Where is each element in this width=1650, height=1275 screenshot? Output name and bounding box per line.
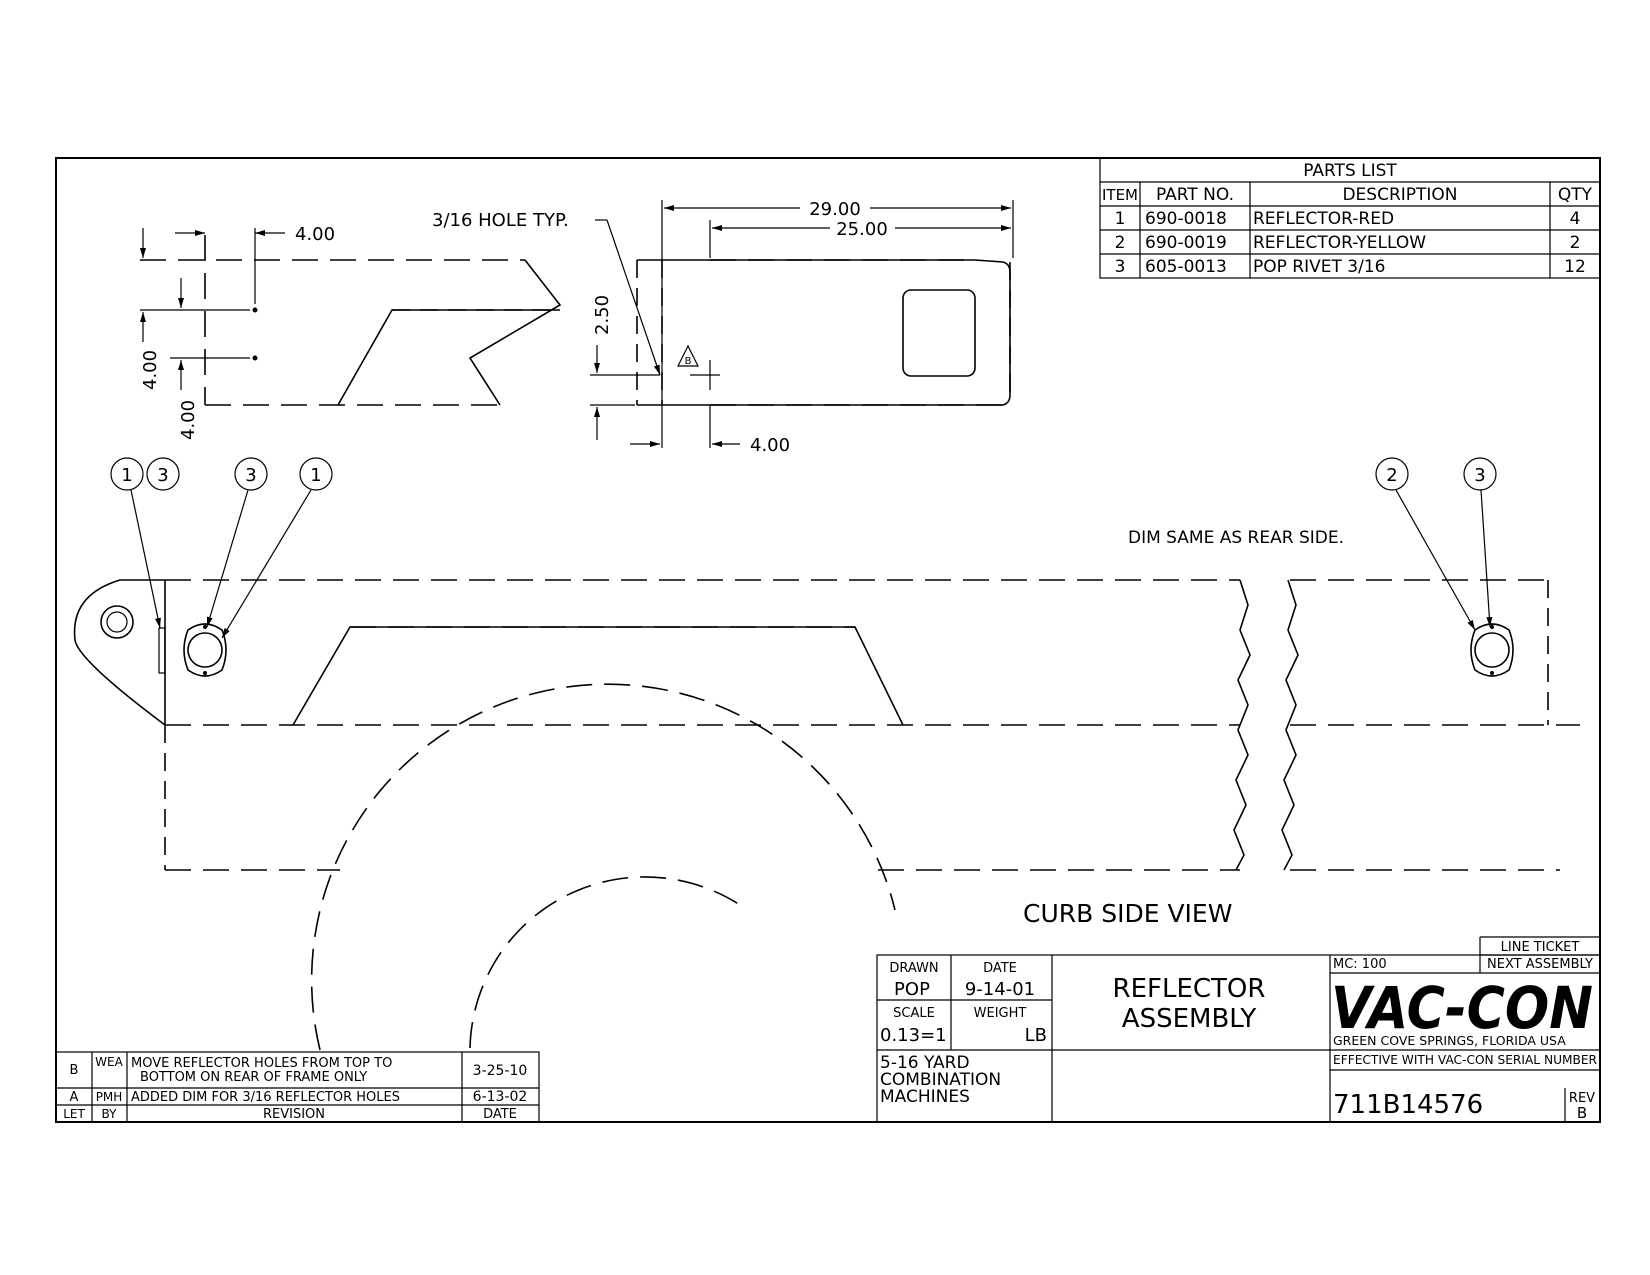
curb-side-view: 1 3 3 1 2 3 DIM SAME AS REAR SIDE. CURB … — [73, 457, 1580, 1051]
drawn-value: POP — [894, 979, 930, 1000]
row2-part: 690-0019 — [1145, 233, 1227, 253]
balloon-1a: 1 — [121, 465, 132, 486]
drawn-label: DRAWN — [889, 961, 938, 976]
rev-header-date: DATE — [483, 1107, 517, 1122]
location: GREEN COVE SPRINGS, FLORIDA USA — [1333, 1033, 1566, 1048]
machine-line-1: 5-16 YARD — [880, 1053, 970, 1073]
drawing-number: 711B14576 — [1333, 1090, 1483, 1120]
rev-a-by: PMH — [96, 1090, 123, 1104]
parts-list: PARTS LIST ITEM PART NO. DESCRIPTION QTY… — [1099, 157, 1601, 279]
detail-reflector-plate: 3/16 HOLE TYP. B 29.00 25.00 2.50 — [432, 199, 1014, 456]
rev-a-line1: ADDED DIM FOR 3/16 REFLECTOR HOLES — [131, 1090, 400, 1105]
balloon-3c: 3 — [1474, 465, 1485, 486]
rev-b-by: WEA — [95, 1055, 123, 1069]
header-qty: QTY — [1558, 185, 1593, 205]
note-dim-same: DIM SAME AS REAR SIDE. — [1128, 528, 1344, 548]
view-title: CURB SIDE VIEW — [1023, 899, 1232, 928]
dim-vert-b: 4.00 — [178, 400, 199, 440]
title-line-1: REFLECTOR — [1113, 974, 1266, 1004]
rev-header-let: LET — [63, 1107, 85, 1121]
dim-vert-a: 4.00 — [140, 350, 161, 390]
row1-part: 690-0018 — [1145, 209, 1227, 229]
rev-b-line1: MOVE REFLECTOR HOLES FROM TOP TO — [131, 1056, 392, 1071]
header-description: DESCRIPTION — [1342, 185, 1457, 205]
date-label: DATE — [983, 961, 1017, 976]
hole-note: 3/16 HOLE TYP. — [432, 210, 569, 231]
rev-a-date: 6-13-02 — [473, 1089, 528, 1105]
weight-label: WEIGHT — [974, 1006, 1027, 1021]
balloon-3a: 3 — [157, 465, 168, 486]
row3-desc: POP RIVET 3/16 — [1253, 257, 1385, 277]
next-assembly: NEXT ASSEMBLY — [1487, 957, 1593, 972]
dim-bottom-4: 4.00 — [750, 435, 790, 456]
scale-label: SCALE — [893, 1006, 935, 1021]
effective-note: EFFECTIVE WITH VAC-CON SERIAL NUMBER — [1333, 1053, 1597, 1067]
balloon-2: 2 — [1386, 465, 1397, 486]
detail-hole-location: 4.00 4.00 4.00 — [140, 224, 562, 440]
title-line-2: ASSEMBLY — [1122, 1004, 1257, 1034]
rev-a-let: A — [70, 1090, 79, 1105]
dim-250: 2.50 — [592, 295, 613, 335]
mc-value: MC: 100 — [1333, 957, 1387, 972]
row1-desc: REFLECTOR-RED — [1253, 209, 1394, 229]
row3-part: 605-0013 — [1145, 257, 1227, 277]
balloon-3b: 3 — [245, 465, 256, 486]
rev-flag-b: B — [685, 356, 692, 367]
rev-value: B — [1577, 1104, 1587, 1122]
row2-qty: 2 — [1570, 233, 1581, 253]
reflector-front — [183, 623, 227, 677]
dim-top-4: 4.00 — [295, 224, 335, 245]
balloon-1b: 1 — [310, 465, 321, 486]
row2-item: 2 — [1115, 233, 1126, 253]
rev-header-by: BY — [102, 1107, 118, 1121]
line-ticket: LINE TICKET — [1501, 940, 1580, 955]
row2-desc: REFLECTOR-YELLOW — [1253, 233, 1426, 253]
row3-qty: 12 — [1564, 257, 1586, 277]
vac-con-logo: VAC-CON — [1331, 974, 1593, 1042]
machine-line-3: MACHINES — [880, 1087, 970, 1107]
row1-item: 1 — [1115, 209, 1126, 229]
title-block: DRAWN POP DATE 9-14-01 SCALE 0.13=1 WEIG… — [876, 936, 1601, 1123]
machine-line-2: COMBINATION — [880, 1070, 1001, 1090]
rev-header-revision: REVISION — [263, 1107, 325, 1122]
reflector-rear — [1470, 623, 1514, 677]
dim-29: 29.00 — [809, 199, 861, 220]
rev-b-line2: BOTTOM ON REAR OF FRAME ONLY — [140, 1070, 367, 1085]
drawing-border — [55, 157, 1601, 1123]
parts-list-title: PARTS LIST — [1303, 161, 1397, 181]
date-value: 9-14-01 — [965, 979, 1035, 1000]
weight-unit: LB — [1025, 1025, 1047, 1046]
header-item: ITEM — [1102, 186, 1138, 204]
row1-qty: 4 — [1570, 209, 1581, 229]
row3-item: 3 — [1115, 257, 1126, 277]
rev-b-let: B — [70, 1063, 79, 1078]
rev-b-date: 3-25-10 — [473, 1063, 528, 1079]
dim-25: 25.00 — [836, 219, 888, 240]
rev-label: REV — [1569, 1091, 1595, 1106]
scale-value: 0.13=1 — [880, 1025, 947, 1046]
revision-block: B WEA MOVE REFLECTOR HOLES FROM TOP TO B… — [55, 1051, 540, 1123]
header-part-no: PART NO. — [1156, 185, 1234, 205]
